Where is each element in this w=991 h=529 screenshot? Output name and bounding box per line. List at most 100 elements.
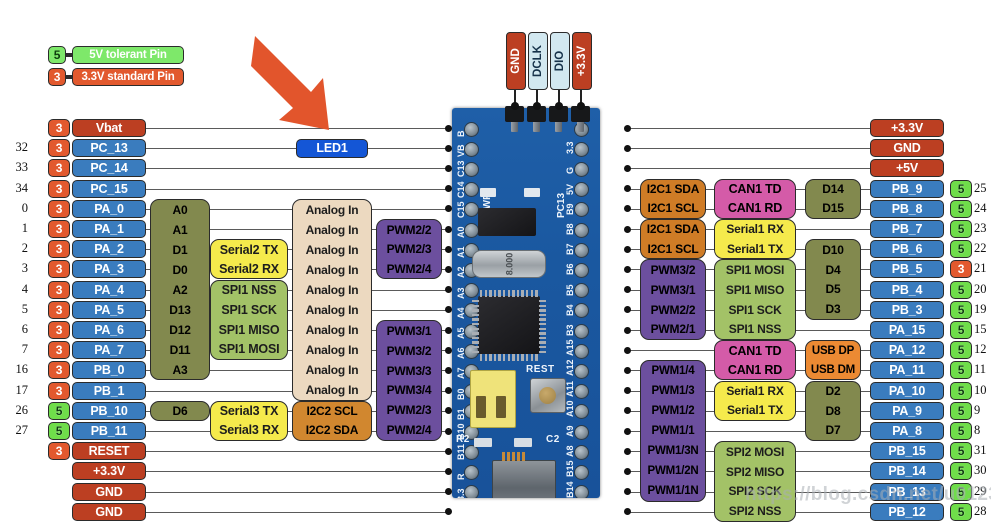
left-pin-pb_0[interactable]: PB_0 xyxy=(72,361,146,380)
right-pin-pa_9[interactable]: PA_9 xyxy=(870,401,944,420)
right-pwm-item[interactable]: PWM3/1 xyxy=(650,282,696,297)
left-arduino-pin-item[interactable]: D11 xyxy=(169,342,191,357)
right-pin-pb_3[interactable]: PB_3 xyxy=(870,300,944,319)
right-pin-pb_8[interactable]: PB_8 xyxy=(870,199,944,218)
right-can1-item[interactable]: CAN1 RD xyxy=(727,201,783,216)
right-i2c1-item[interactable]: I2C1 SCL xyxy=(647,201,699,216)
left-pwm-item[interactable]: PWM3/4 xyxy=(386,383,432,398)
left-pin-pa_7[interactable]: PA_7 xyxy=(72,341,146,360)
right-serial1-item[interactable]: Serial1 RX xyxy=(726,384,784,399)
right-serial1-item[interactable]: Serial1 TX xyxy=(726,241,784,256)
right-arduino-pin-item[interactable]: D15 xyxy=(822,201,844,216)
right-arduino-pin-item[interactable]: D8 xyxy=(825,403,841,418)
right-spi2-item[interactable]: SPI2 MISO xyxy=(725,464,785,479)
left-pwm-item[interactable]: PWM2/4 xyxy=(386,261,432,276)
right-can1-item[interactable]: CAN1 RD xyxy=(727,362,783,377)
right-usb-pin-item[interactable]: USB DP xyxy=(811,344,855,357)
left-pin-gnd[interactable]: GND xyxy=(72,502,146,521)
left-arduino-pin-item[interactable]: D0 xyxy=(172,262,188,277)
right-can1-item[interactable]: CAN1 TD xyxy=(728,182,782,197)
left-pin-pc_15[interactable]: PC_15 xyxy=(72,179,146,198)
right-serial1-item[interactable]: Serial1 RX xyxy=(726,222,784,237)
left-spi1-item[interactable]: SPI1 SCK xyxy=(221,303,277,318)
left-pin-pa_0[interactable]: PA_0 xyxy=(72,199,146,218)
left-arduino-pin-item[interactable]: A2 xyxy=(172,282,188,297)
left-pin-reset[interactable]: RESET xyxy=(72,442,146,461)
left-spi1-item[interactable]: SPI1 NSS xyxy=(221,283,277,298)
right-spi2-item[interactable]: SPI2 SCK xyxy=(728,484,782,499)
left-arduino-pin-item[interactable]: D12 xyxy=(169,322,191,337)
left-analog-in-item[interactable]: Analog In xyxy=(305,362,359,377)
right-serial1-item[interactable]: Serial1 TX xyxy=(726,403,784,418)
right-pwm-item[interactable]: PWM1/1N xyxy=(647,484,699,497)
right-i2c1-item[interactable]: I2C1 SDA xyxy=(646,222,700,237)
left-pwm-item[interactable]: PWM2/2 xyxy=(386,222,432,237)
left-analog-in-item[interactable]: Analog In xyxy=(305,222,359,237)
right-arduino-pin-item[interactable]: D7 xyxy=(825,423,841,438)
right-pwm-item[interactable]: PWM1/4 xyxy=(651,365,695,378)
left-i2c2-item[interactable]: I2C2 SCL xyxy=(306,404,358,419)
right-pin-pb_12[interactable]: PB_12 xyxy=(870,502,944,521)
left-pwm-item[interactable]: PWM2/3 xyxy=(386,403,432,418)
left-pin-gnd[interactable]: GND xyxy=(72,482,146,501)
left-pin-pc_13[interactable]: PC_13 xyxy=(72,139,146,158)
right-pwm-item[interactable]: PWM1/2N xyxy=(647,464,699,477)
right-pwm-item[interactable]: PWM1/3 xyxy=(651,385,695,398)
swd-header-pin-dio[interactable]: DIO xyxy=(550,32,570,90)
right-pin-p5v[interactable]: +5V xyxy=(870,159,944,178)
left-serial2-item[interactable]: Serial2 RX xyxy=(219,261,279,276)
board-reset-button[interactable] xyxy=(530,378,566,413)
left-pwm-item[interactable]: PWM2/3 xyxy=(386,242,432,257)
right-pwm-item[interactable]: PWM2/1 xyxy=(650,322,696,337)
right-arduino-pin-item[interactable]: D10 xyxy=(822,242,844,257)
left-pwm-item[interactable]: PWM2/4 xyxy=(386,423,432,438)
left-spi1-item[interactable]: SPI1 MISO xyxy=(218,322,280,337)
left-analog-in-item[interactable]: Analog In xyxy=(305,302,359,317)
left-pwm-item[interactable]: PWM3/1 xyxy=(386,323,432,338)
left-serial3-item[interactable]: Serial3 TX xyxy=(219,404,279,419)
right-pin-pa_10[interactable]: PA_10 xyxy=(870,381,944,400)
left-analog-in-item[interactable]: Analog In xyxy=(305,262,359,277)
left-pin-vbat[interactable]: Vbat xyxy=(72,119,146,137)
swd-header-pin-dclk[interactable]: DCLK xyxy=(528,32,548,90)
right-pin-p3.3v[interactable]: +3.3V xyxy=(870,119,944,137)
right-pin-pa_15[interactable]: PA_15 xyxy=(870,321,944,339)
right-pwm-item[interactable]: PWM1/1 xyxy=(651,424,695,437)
left-pin-pb_1[interactable]: PB_1 xyxy=(72,381,146,400)
right-usb-pin-item[interactable]: USB DM xyxy=(810,363,856,376)
right-pin-pb_9[interactable]: PB_9 xyxy=(870,179,944,198)
right-spi1-item[interactable]: SPI1 NSS xyxy=(728,322,782,337)
right-arduino-pin-item[interactable]: D2 xyxy=(825,384,841,399)
right-pin-pb_7[interactable]: PB_7 xyxy=(870,220,944,238)
left-spi1-item[interactable]: SPI1 MOSI xyxy=(218,342,280,357)
right-arduino-pin-item[interactable]: D5 xyxy=(825,282,841,297)
right-spi1-item[interactable]: SPI1 MOSI xyxy=(725,263,785,278)
left-arduino-pin-item[interactable]: A0 xyxy=(172,202,188,217)
right-pwm-item[interactable]: PWM1/3N xyxy=(647,444,699,457)
right-spi2-item[interactable]: SPI2 MOSI xyxy=(725,444,785,459)
left-arduino-pin-item[interactable]: D6 xyxy=(172,403,188,418)
right-pin-gnd[interactable]: GND xyxy=(870,139,944,158)
left-arduino-pin-item[interactable]: A1 xyxy=(172,222,188,237)
left-pin-pa_4[interactable]: PA_4 xyxy=(72,280,146,299)
left-pwm-item[interactable]: PWM3/3 xyxy=(386,363,432,378)
right-pin-pb_13[interactable]: PB_13 xyxy=(870,482,944,501)
left-pin-pa_3[interactable]: PA_3 xyxy=(72,260,146,279)
right-pin-pb_14[interactable]: PB_14 xyxy=(870,462,944,481)
left-arduino-pin-item[interactable]: D13 xyxy=(169,302,191,317)
left-analog-in-item[interactable]: Analog In xyxy=(305,322,359,337)
right-pin-pb_15[interactable]: PB_15 xyxy=(870,442,944,461)
left-analog-in-item[interactable]: Analog In xyxy=(305,242,359,257)
right-arduino-pin-item[interactable]: D14 xyxy=(822,182,844,197)
right-pin-pb_6[interactable]: PB_6 xyxy=(870,240,944,259)
left-analog-in-item[interactable]: Analog In xyxy=(305,282,359,297)
left-serial2-item[interactable]: Serial2 TX xyxy=(219,242,279,257)
left-pwm-item[interactable]: PWM3/2 xyxy=(386,343,432,358)
right-pwm-item[interactable]: PWM3/2 xyxy=(650,263,696,278)
right-i2c1-item[interactable]: I2C1 SCL xyxy=(647,241,699,256)
right-spi1-item[interactable]: SPI1 MISO xyxy=(725,282,785,297)
left-arduino-pin-item[interactable]: A3 xyxy=(172,362,188,377)
right-pin-pb_4[interactable]: PB_4 xyxy=(870,280,944,299)
left-pin-+3.3v[interactable]: +3.3V xyxy=(72,462,146,481)
right-pin-pa_12[interactable]: PA_12 xyxy=(870,341,944,360)
